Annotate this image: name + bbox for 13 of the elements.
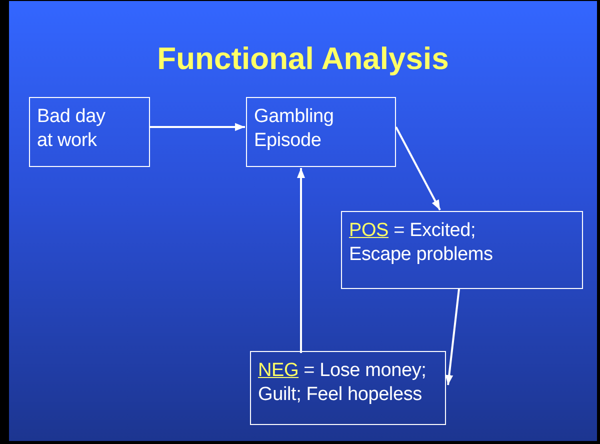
box-text: Bad day at work [37, 106, 106, 151]
box-text: NEG = Lose money; Guilt; Feel hopeless [258, 360, 426, 405]
arrow [395, 126, 441, 210]
text-box [250, 351, 446, 425]
arrow [445, 288, 460, 386]
arrow [150, 123, 245, 131]
slide-title: Functional Analysis [156, 41, 450, 77]
text-box [246, 97, 396, 167]
box-text: Gambling Episode [254, 106, 334, 151]
text-box [29, 97, 150, 167]
box-text: POS = Excited; Escape problems [349, 220, 493, 265]
arrow [297, 168, 305, 353]
text-box [341, 211, 583, 289]
